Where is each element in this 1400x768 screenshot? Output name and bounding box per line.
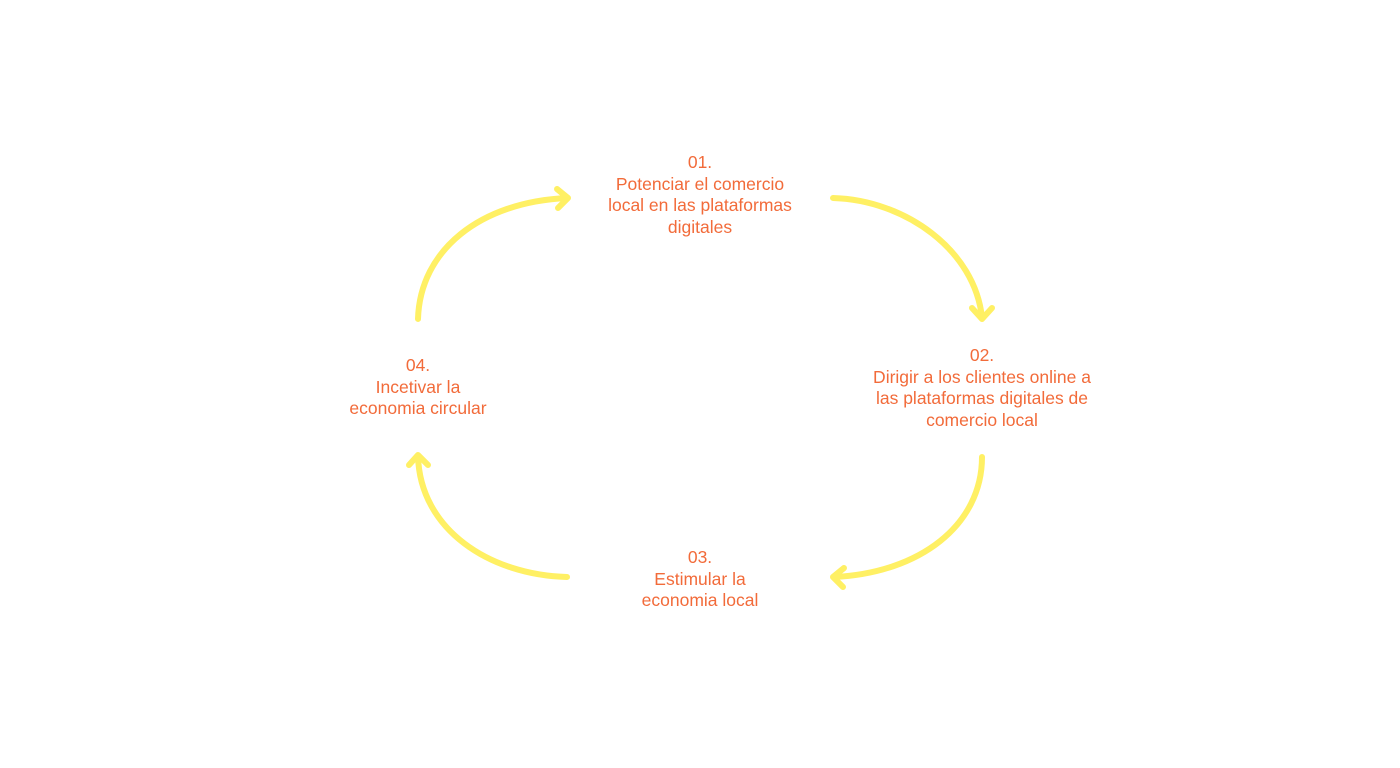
step-text-line: economia circular [349,398,487,418]
arrow-curve [415,195,570,322]
step-2: 02. Dirigir a los clientes online a las … [873,345,1091,431]
step-number: 02. [969,345,995,365]
step-text-line: local en las plataformas [608,195,792,215]
arrow-step1-to-step2 [830,195,995,322]
step-text-line: las plataformas digitales de [875,388,1089,408]
arrow-step2-to-step3 [830,454,985,590]
arrow-head [830,565,847,590]
step-text-line: Potenciar el comercio [615,173,785,194]
step-text-line: comercio local [926,409,1038,430]
step-number: 04. [405,355,431,375]
arrow-curve [831,454,985,580]
step-4: 04. Incetivar la economia circular [349,355,486,420]
arrow-step4-to-step1 [415,186,571,322]
step-text-line: Dirigir a los clientes online a [873,366,1091,387]
step-text-line: Incetivar la [375,376,461,397]
step-3: 03. Estimular la economia local [642,547,759,612]
arrow-curve [415,453,570,580]
step-number: 01. [687,152,713,172]
arrow-step3-to-step4 [406,452,570,580]
step-1: 01. Potenciar el comercio local en las p… [608,152,792,238]
arrow-head [406,452,431,468]
arrow-head [969,305,995,322]
arrow-curve [830,195,985,321]
arrow-head [554,186,571,211]
step-text-line: economia local [641,590,759,610]
step-number: 03. [687,547,713,567]
step-text-line: Estimular la [654,568,746,589]
step-text-line: digitales [667,216,733,237]
